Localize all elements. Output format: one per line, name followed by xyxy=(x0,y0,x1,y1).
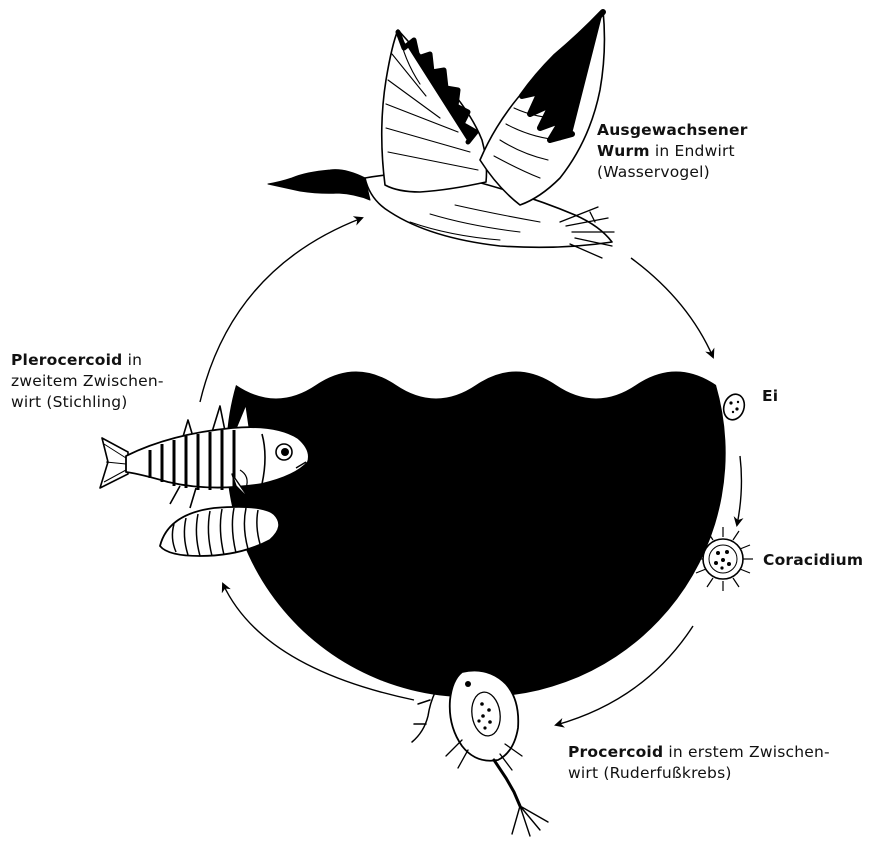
label-egg: Ei xyxy=(762,386,778,407)
merganser-bird-icon xyxy=(268,10,614,258)
arrow-egg-to-coracidium xyxy=(737,456,741,525)
label-procercoid-line2: wirt (Ruderfußkrebs) xyxy=(568,763,830,784)
label-coracidium: Coracidium xyxy=(763,550,863,571)
label-plerocercoid-line2: zweitem Zwischen- xyxy=(11,371,164,392)
egg-icon xyxy=(720,392,747,423)
label-plerocercoid: Plerocercoid in zweitem Zwischen- wirt (… xyxy=(11,350,164,413)
label-plerocercoid-rest: in xyxy=(122,351,142,369)
label-plerocercoid-bold: Plerocercoid xyxy=(11,351,122,369)
label-adult-line3: (Wasservogel) xyxy=(597,162,748,183)
arrow-bird-to-egg xyxy=(631,258,713,357)
label-adult-bold2: Wurm xyxy=(597,142,650,160)
label-adult-worm: Ausgewachsener Wurm in Endwirt (Wasservo… xyxy=(597,120,748,183)
water-body xyxy=(226,372,725,698)
label-coracidium-bold: Coracidium xyxy=(763,551,863,569)
label-procercoid-bold: Procercoid xyxy=(568,743,663,761)
label-plerocercoid-line3: wirt (Stichling) xyxy=(11,392,164,413)
label-adult-bold: Ausgewachsener xyxy=(597,121,748,139)
label-procercoid: Procercoid in erstem Zwischen- wirt (Rud… xyxy=(568,742,830,784)
label-adult-rest: in Endwirt xyxy=(650,142,735,160)
label-egg-bold: Ei xyxy=(762,387,778,405)
label-procercoid-rest: in erstem Zwischen- xyxy=(663,743,830,761)
